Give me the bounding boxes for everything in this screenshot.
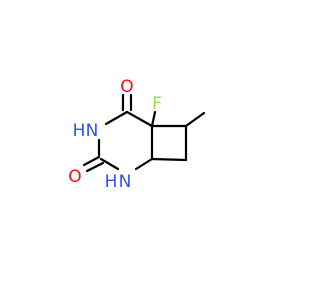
structure-diagram: O F N H O N H — [68, 77, 206, 192]
bond-c5-f — [150, 110, 157, 128]
atom-hydrogen-n2: H — [105, 172, 118, 192]
bond-n2-c6 — [134, 157, 154, 171]
atom-hydrogen-n1: H — [73, 121, 86, 141]
bond-c8-methyl — [184, 111, 206, 128]
atom-oxygen-top: O — [120, 77, 133, 97]
molecule-canvas: O F N H O N H — [68, 77, 206, 192]
bond-c2-o2-a — [82, 155, 101, 167]
bonds — [82, 93, 206, 173]
bond-c2-n2 — [99, 157, 120, 171]
atom-fluorine: F — [152, 94, 162, 114]
atom-labels: O F N H O N H — [68, 77, 162, 192]
bond-c7-c6 — [150, 157, 188, 162]
bond-c4-n1 — [104, 110, 129, 126]
bond-c2-o2-b — [85, 161, 105, 173]
bond-c4-c5 — [125, 110, 154, 128]
atom-nitrogen-nh2: N — [119, 172, 132, 192]
atom-oxygen-bottom: O — [68, 167, 81, 187]
atom-nitrogen-nh: N — [86, 121, 99, 141]
